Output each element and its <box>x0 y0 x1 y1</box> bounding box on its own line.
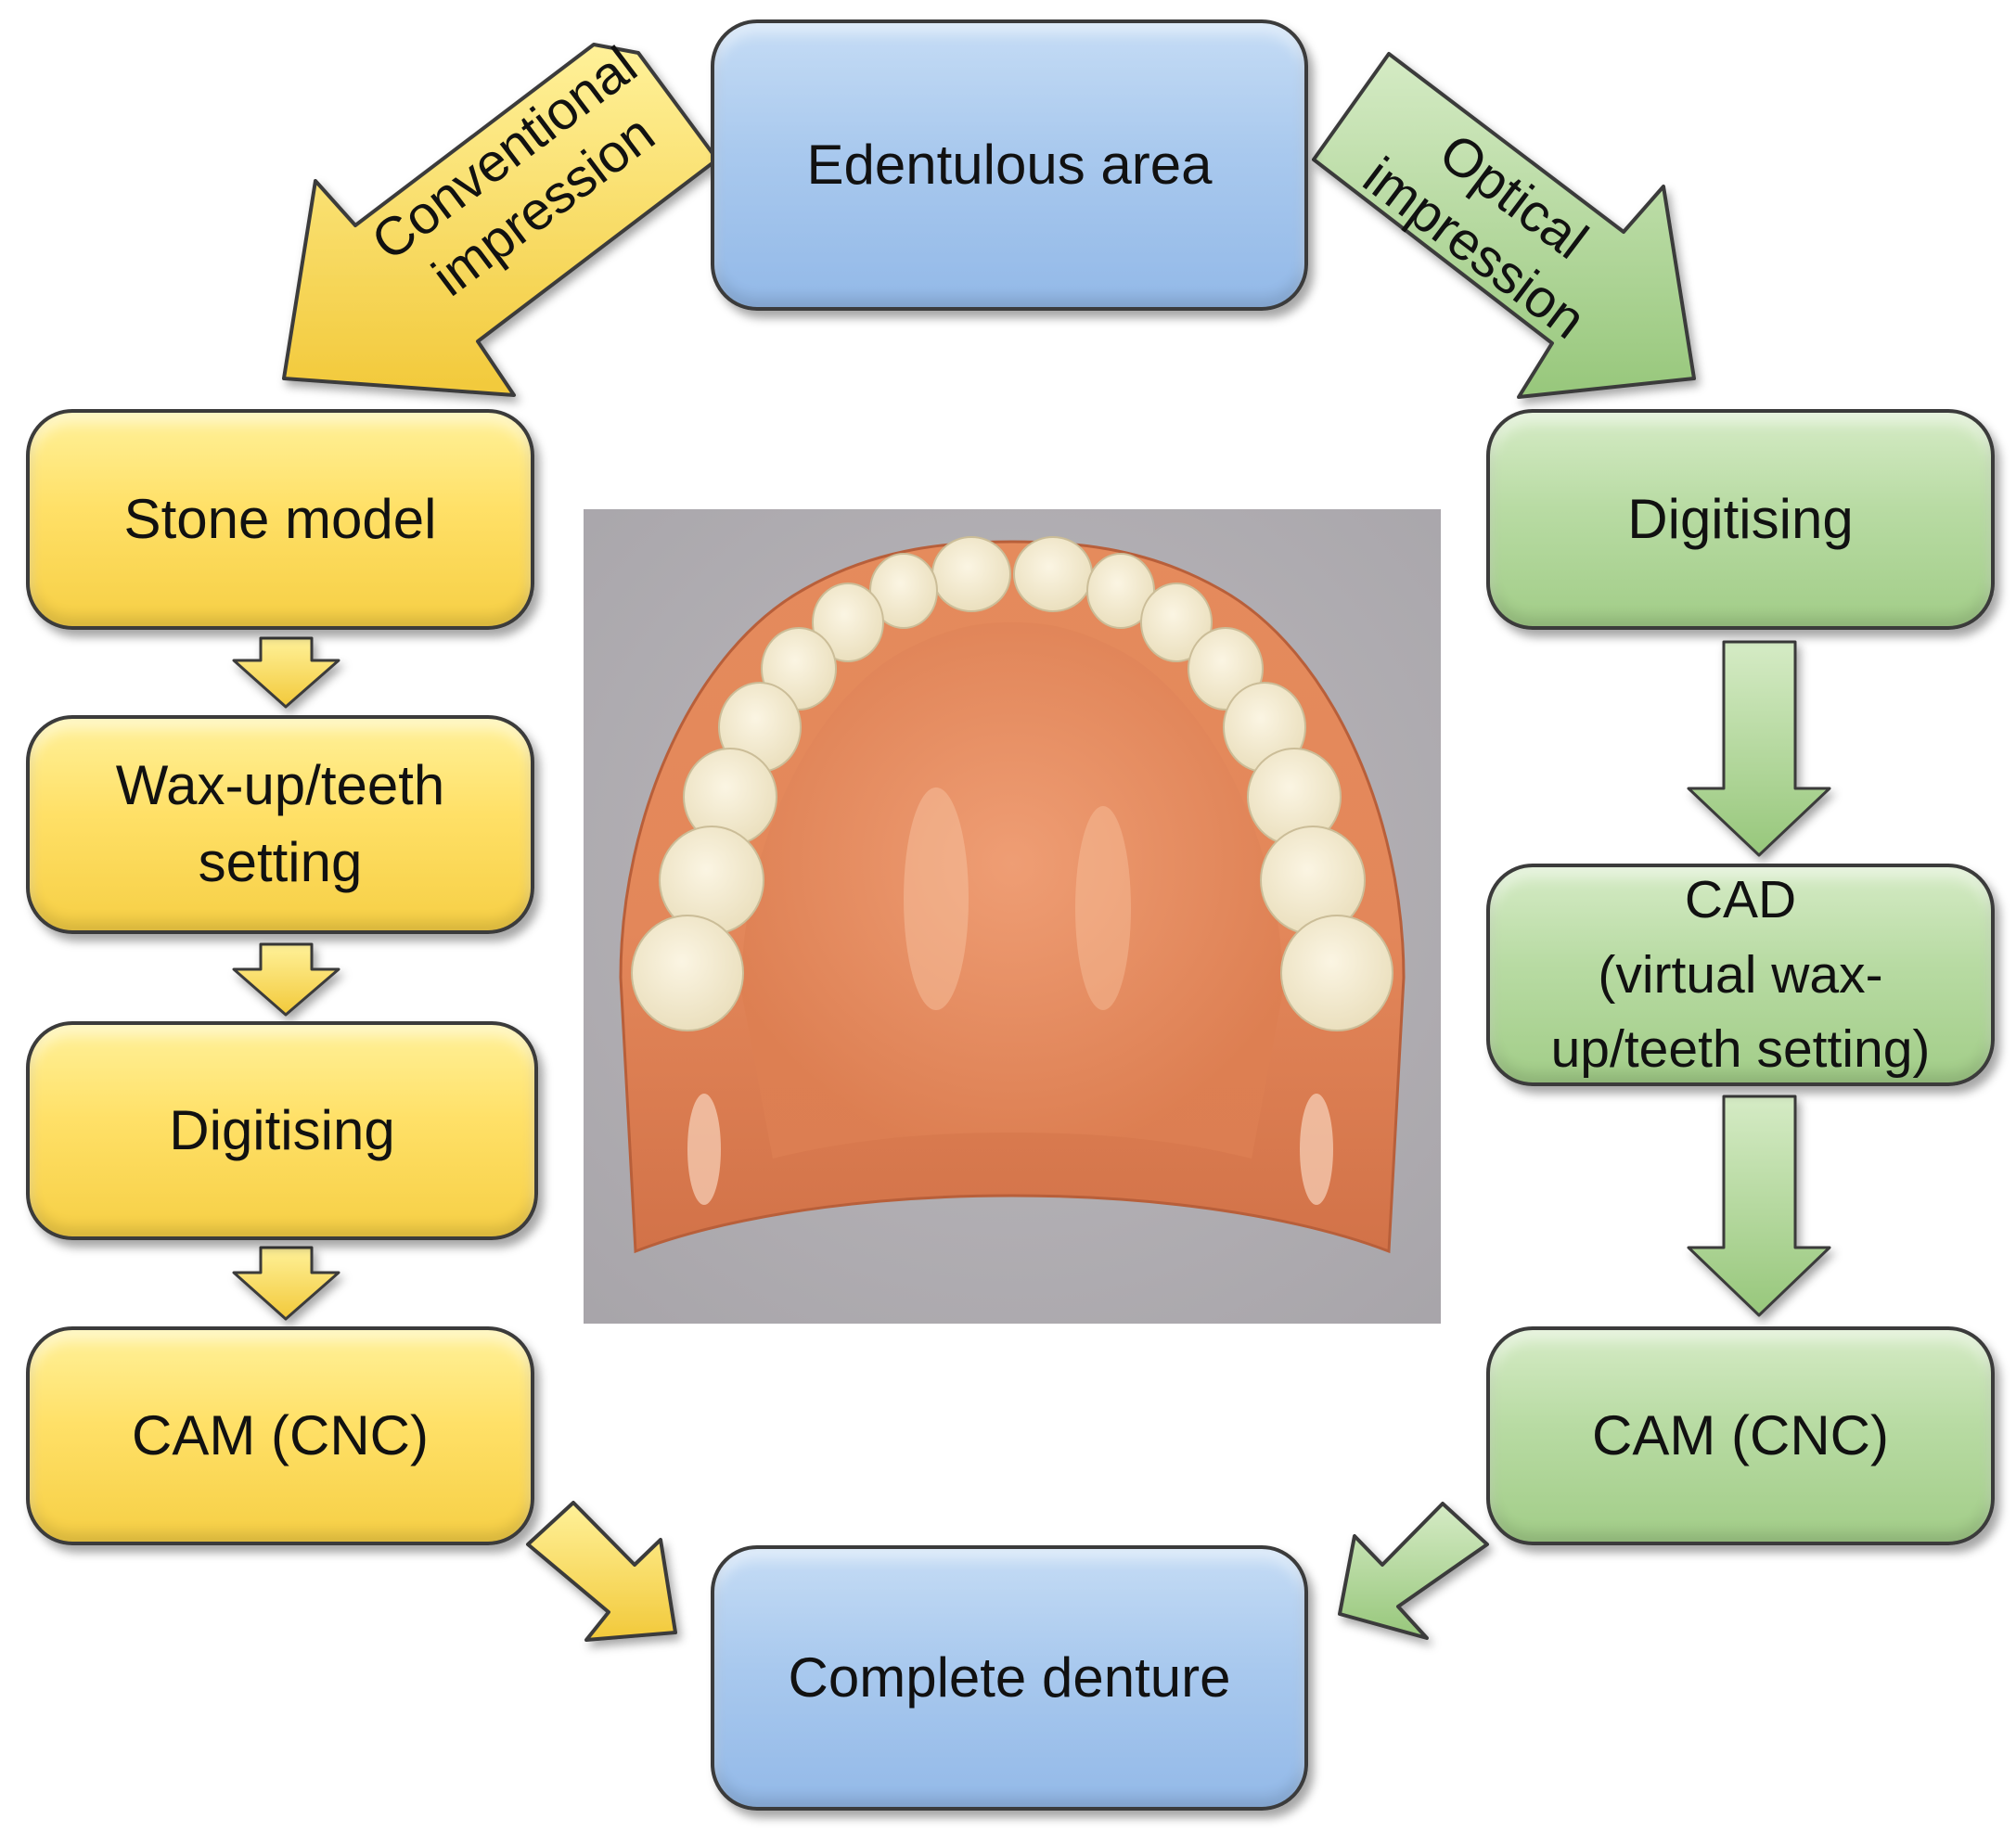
denture-photo <box>584 509 1441 1324</box>
cam-cnc-box-right: CAM (CNC) <box>1486 1326 1995 1545</box>
down-arrow-icon <box>232 1246 340 1321</box>
digitising-box-left: Digitising <box>26 1021 538 1240</box>
cam-cnc-box-left: CAM (CNC) <box>26 1326 534 1545</box>
down-arrow-icon <box>232 942 340 1017</box>
down-arrow-icon <box>1687 1095 1831 1317</box>
to-complete-denture-arrow-left <box>526 1501 677 1642</box>
down-arrow-icon <box>1687 640 1831 857</box>
to-complete-denture-arrow-right <box>1338 1502 1489 1640</box>
digitising-box-right: Digitising <box>1486 409 1995 630</box>
edentulous-area-box: Edentulous area <box>711 19 1308 311</box>
cad-box: CAD (virtual wax- up/teeth setting) <box>1486 864 1995 1086</box>
down-arrow-icon <box>232 636 340 709</box>
wax-up-teeth-setting-box: Wax-up/teeth setting <box>26 715 534 934</box>
complete-denture-box: Complete denture <box>711 1545 1308 1811</box>
stone-model-box: Stone model <box>26 409 534 630</box>
conventional-impression-arrow <box>282 43 719 397</box>
optical-impression-arrow <box>1312 52 1696 399</box>
